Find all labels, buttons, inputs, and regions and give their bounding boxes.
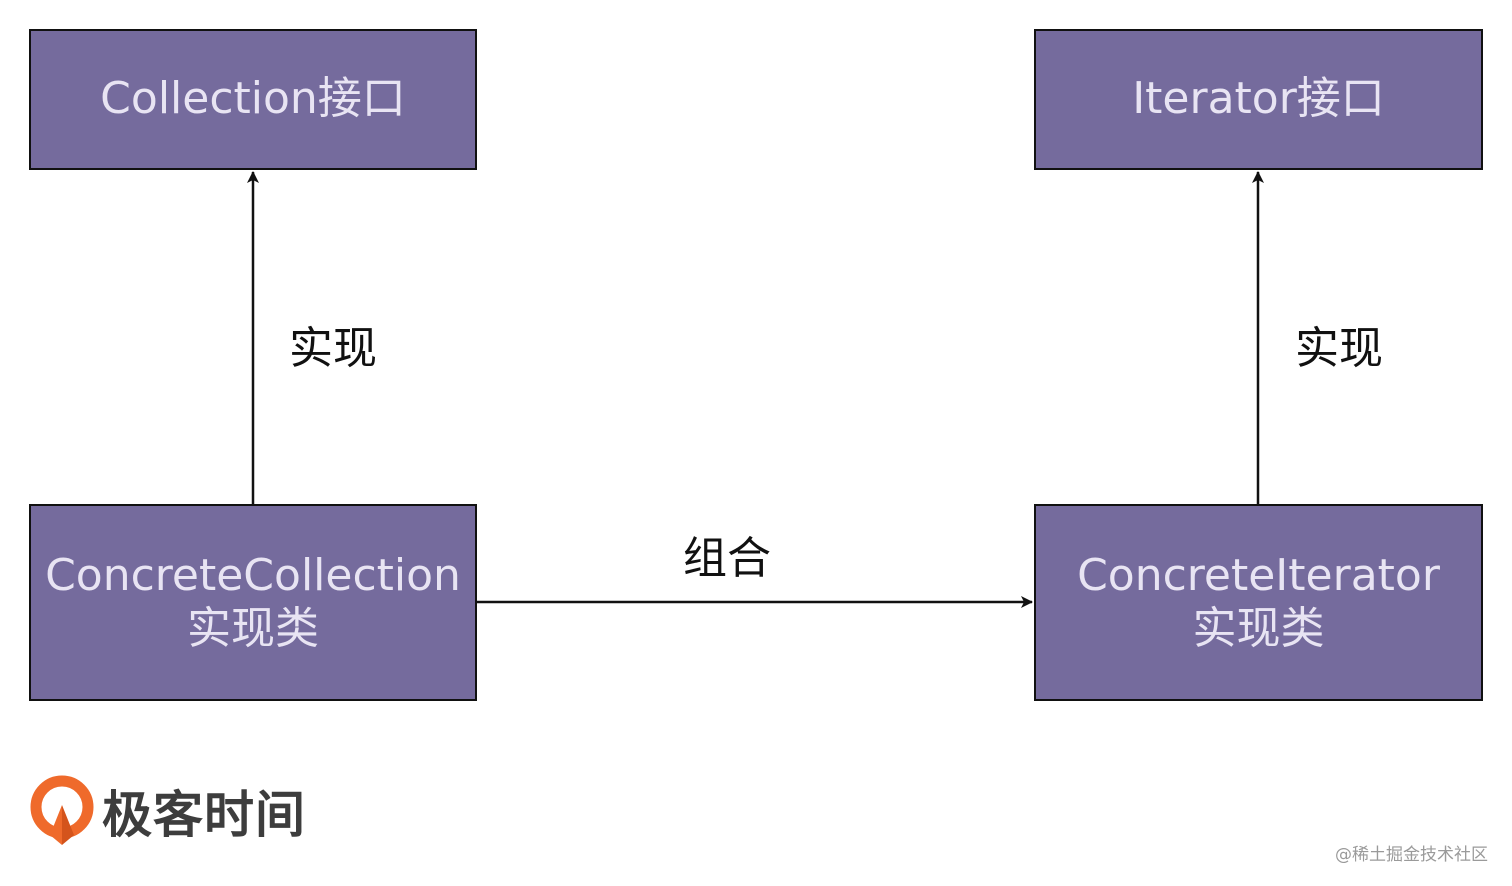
collection-interface-box: Collection接口 xyxy=(29,29,477,170)
edge-label-impl-right: 实现 xyxy=(1295,323,1383,374)
concrete-iterator-box: ConcreteIterator 实现类 xyxy=(1034,504,1483,701)
concrete-collection-label: ConcreteCollection xyxy=(45,549,461,601)
concrete-iterator-sublabel: 实现类 xyxy=(1192,602,1325,654)
concrete-collection-box: ConcreteCollection 实现类 xyxy=(29,504,477,701)
edge-label-impl-left: 实现 xyxy=(289,323,377,374)
concrete-iterator-label: ConcreteIterator xyxy=(1077,549,1440,601)
edge-label-compose: 组合 xyxy=(683,533,771,584)
geektime-logo: 极客时间 xyxy=(30,775,306,847)
watermark: @稀土掘金技术社区 xyxy=(1335,845,1488,865)
iterator-interface-box: Iterator接口 xyxy=(1034,29,1483,170)
collection-interface-label: Collection接口 xyxy=(100,73,406,125)
concrete-collection-sublabel: 实现类 xyxy=(187,602,319,654)
geektime-logo-text: 极客时间 xyxy=(102,787,306,843)
iterator-interface-label: Iterator接口 xyxy=(1132,73,1385,125)
geektime-logo-icon xyxy=(30,775,94,845)
